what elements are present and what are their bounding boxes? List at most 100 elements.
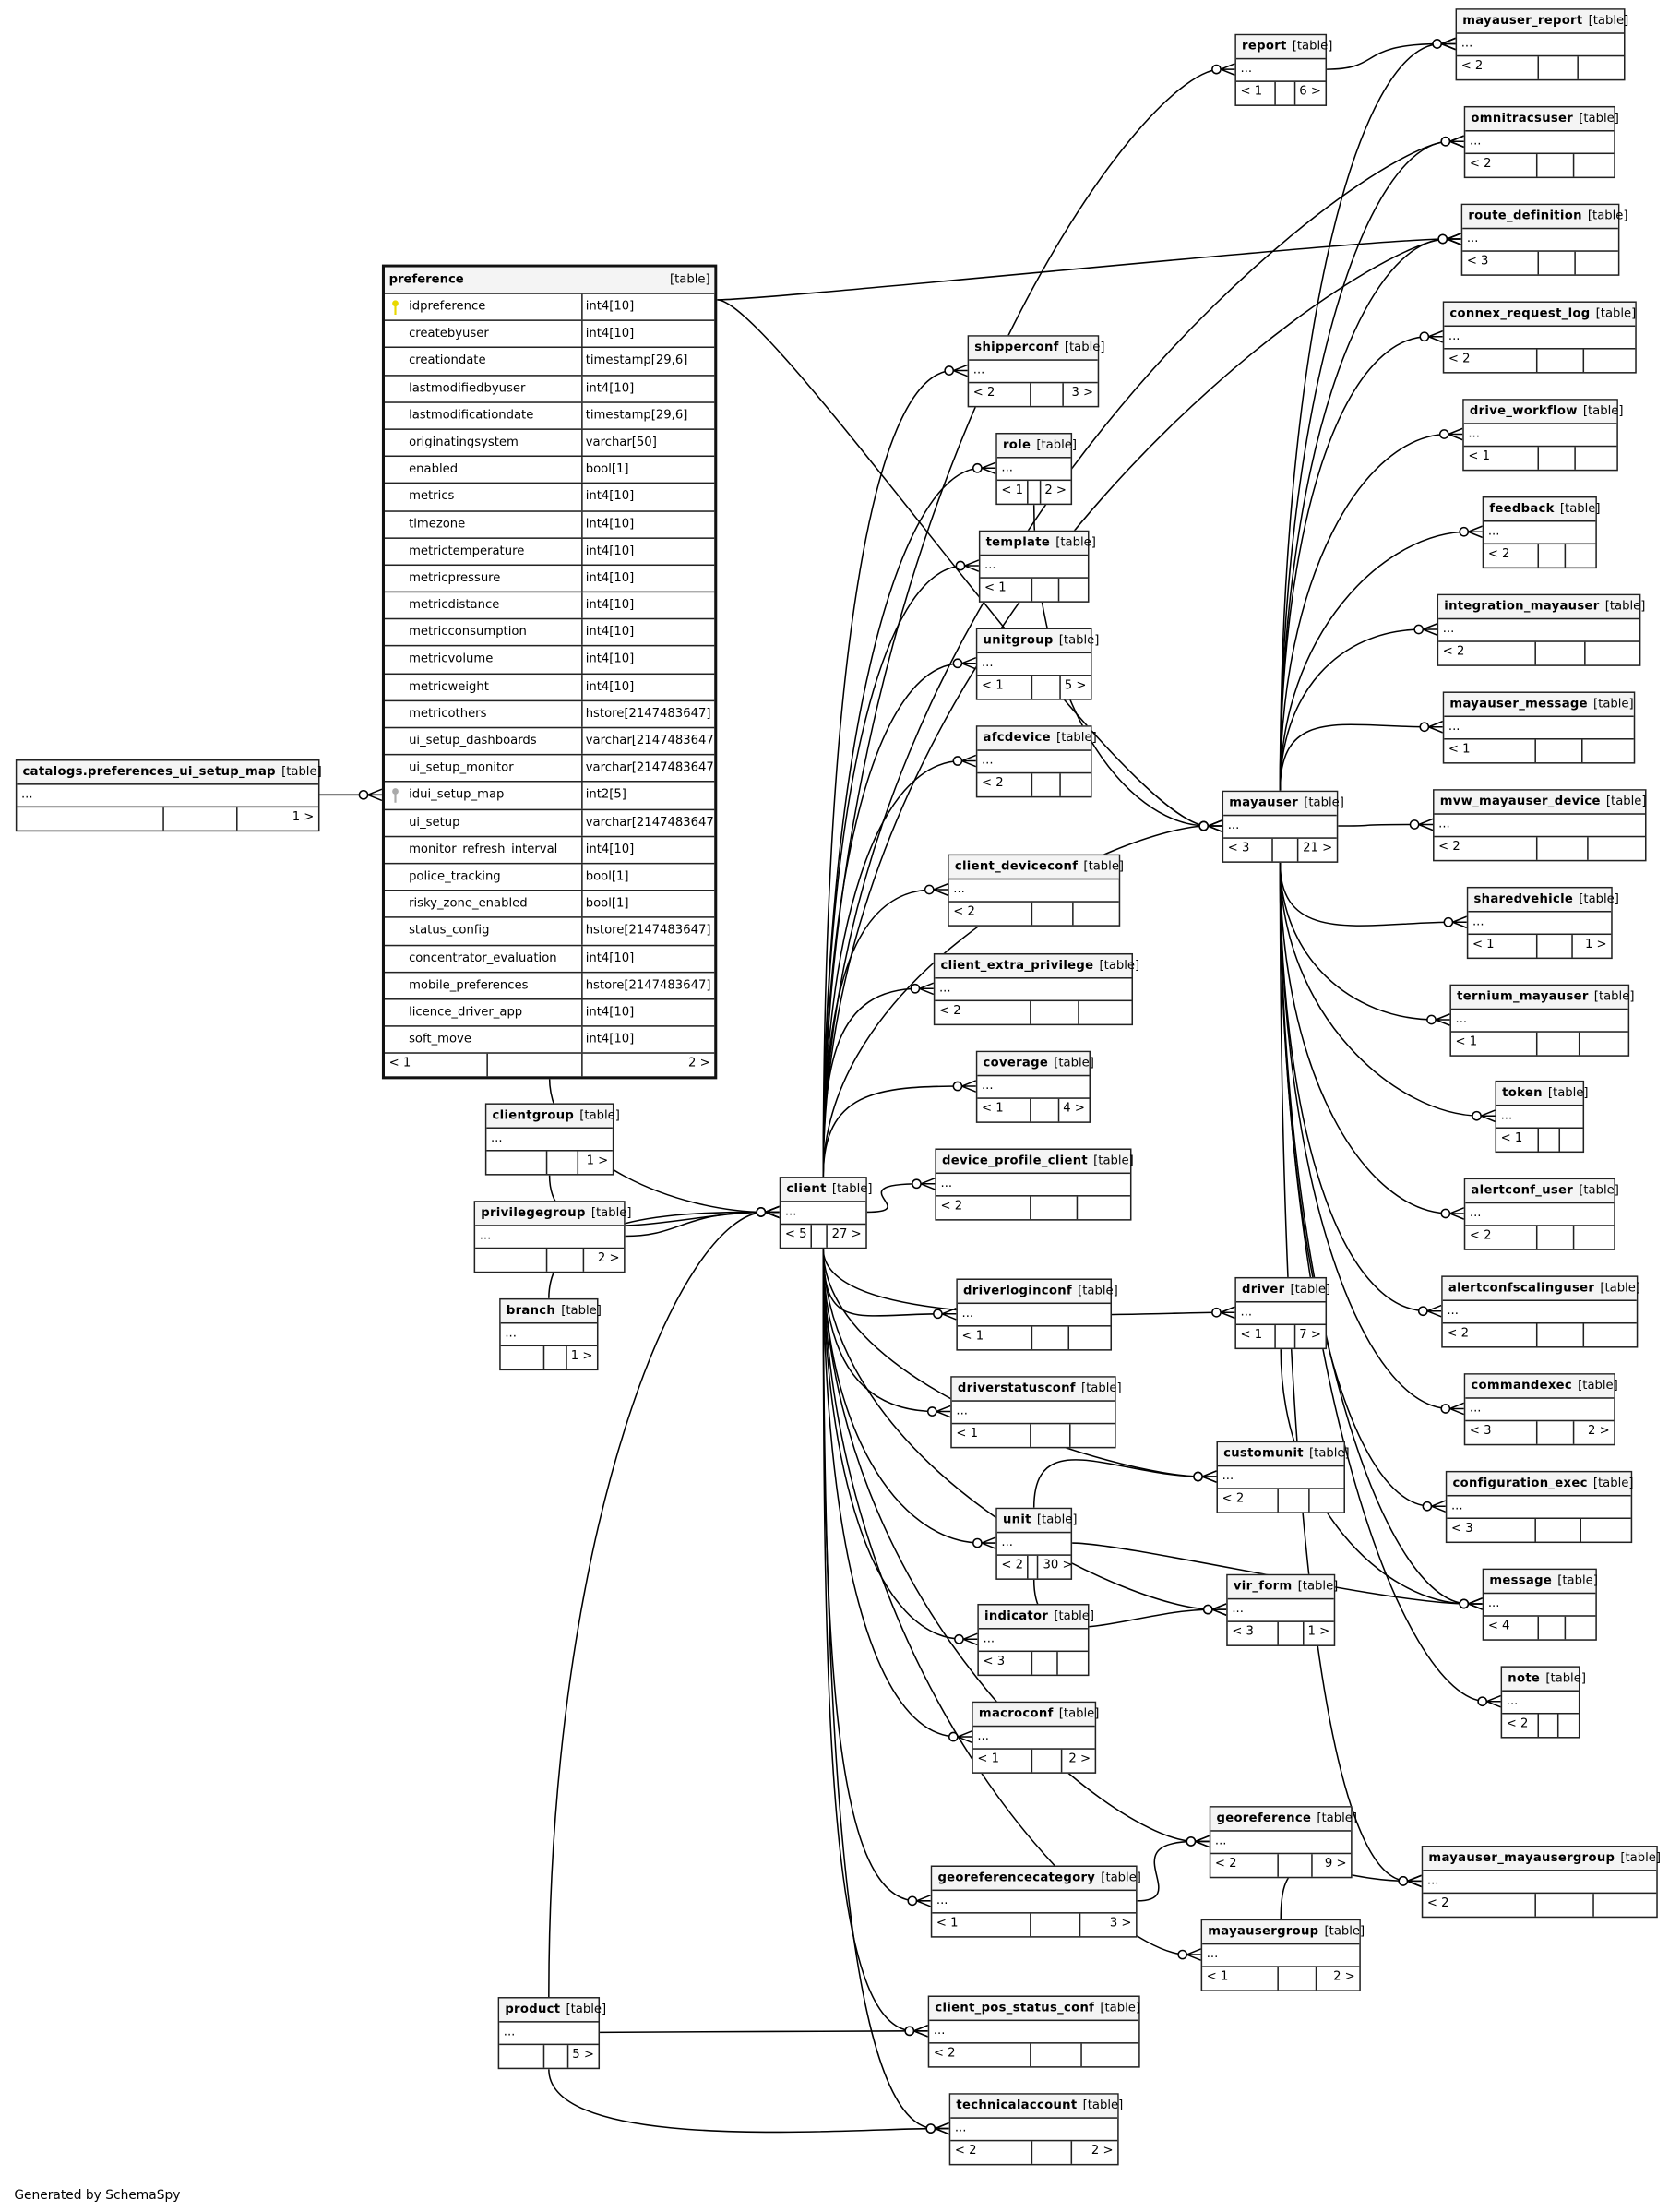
children-count[interactable]: 3 > [1071, 386, 1094, 401]
table-connex-request-log[interactable]: connex_request_log[table] ... < 2 [1442, 301, 1637, 374]
table-mayauser-mayausergroup[interactable]: mayauser_mayausergroup[table] ... < 2 [1421, 1846, 1661, 1919]
table-name[interactable]: role [1002, 438, 1031, 453]
table-name[interactable]: mayauser [1229, 795, 1299, 811]
table-afcdevice[interactable]: afcdevice[table] ... < 2 [975, 725, 1097, 798]
parents-count[interactable]: < 2 [969, 383, 1032, 406]
children-count[interactable] [1566, 1617, 1596, 1640]
table-omnitracsuser[interactable]: omnitracsuser[table] ... < 2 [1463, 105, 1619, 179]
children-count[interactable] [1584, 350, 1636, 373]
parents-count[interactable]: < 1 [1202, 1967, 1280, 1991]
table-name[interactable]: clientgroup [492, 1108, 575, 1123]
table-name[interactable]: template [985, 535, 1051, 551]
children-count[interactable] [1577, 252, 1618, 275]
children-count[interactable]: 2 > [1588, 1424, 1610, 1439]
parents-count[interactable]: < 2 [977, 773, 1033, 796]
table-token[interactable]: token[table] ... < 1 [1495, 1080, 1589, 1154]
table-name[interactable]: product [505, 2003, 561, 2017]
table-alertconfscalinguser[interactable]: alertconfscalinguser[table] ... < 2 [1441, 1275, 1640, 1348]
parents-count[interactable]: < 2 [1210, 1854, 1280, 1877]
parents-count[interactable]: < 1 [932, 1913, 1031, 1937]
children-count[interactable] [1593, 1894, 1656, 1917]
table-name[interactable]: device_profile_client [942, 1154, 1089, 1168]
table-mayauser-message[interactable]: mayauser_message[table] ... < 1 [1442, 691, 1636, 764]
table-drive-workflow[interactable]: drive_workflow[table] ... < 1 [1462, 399, 1623, 472]
table-name[interactable]: driverstatusconf [957, 1381, 1076, 1396]
table-name[interactable]: vir_form [1233, 1579, 1293, 1595]
table-device-profile-client[interactable]: device_profile_client[table] ... < 2 [935, 1148, 1134, 1221]
parents-count[interactable]: < 1 [1496, 1129, 1539, 1152]
table-name[interactable]: technicalaccount [956, 2098, 1078, 2113]
children-count[interactable] [1082, 2044, 1138, 2067]
table-feedback[interactable]: feedback[table] ... < 2 [1482, 496, 1601, 569]
parents-count[interactable]: < 1 [1236, 81, 1276, 105]
parents-count[interactable]: < 1 [977, 676, 1033, 699]
parents-count[interactable]: < 1 [1444, 739, 1537, 763]
children-count[interactable] [1558, 1715, 1579, 1738]
table-name[interactable]: ternium_mayauser [1457, 989, 1589, 1005]
parents-count[interactable]: < 1 [997, 481, 1030, 504]
table-name[interactable]: client [786, 1182, 827, 1197]
table-integration-mayauser[interactable]: integration_mayauser[table] ... < 2 [1437, 593, 1645, 666]
parents-count[interactable]: < 1 [958, 1326, 1032, 1350]
table-name[interactable]: client_pos_status_conf [935, 2001, 1095, 2015]
table-name[interactable]: georeference [1216, 1811, 1312, 1826]
children-count[interactable] [1058, 1652, 1088, 1675]
children-count[interactable]: 21 > [1303, 841, 1333, 856]
table-name[interactable]: mayauser_mayausergroup [1428, 1851, 1615, 1866]
table-indicator[interactable]: indicator[table] ... < 3 [977, 1603, 1094, 1677]
table-route-definition[interactable]: route_definition[table] ... < 3 [1460, 203, 1628, 276]
children-count[interactable] [1071, 1424, 1115, 1447]
parents-count[interactable] [501, 1346, 545, 1369]
children-count[interactable]: 1 > [570, 1349, 593, 1364]
table-name[interactable]: catalogs.preferences_ui_setup_map [22, 765, 276, 780]
children-count[interactable]: 2 > [597, 1251, 620, 1266]
children-count[interactable] [1059, 579, 1088, 602]
children-count[interactable] [1583, 740, 1634, 763]
table-name[interactable]: coverage [983, 1056, 1049, 1071]
table-client-deviceconf[interactable]: client_deviceconf[table] ... < 2 [948, 854, 1124, 927]
parents-count[interactable]: < 1 [1468, 935, 1538, 958]
children-count[interactable] [1060, 773, 1091, 796]
parents-count[interactable]: < 2 [929, 2043, 1031, 2067]
children-count[interactable]: 1 > [1307, 1624, 1330, 1640]
children-count[interactable] [1079, 1001, 1131, 1024]
children-count[interactable]: 1 > [586, 1154, 609, 1168]
table-name[interactable]: branch [506, 1304, 556, 1319]
children-count[interactable]: 2 > [1044, 484, 1067, 498]
children-count[interactable]: 2 > [1333, 1969, 1355, 1985]
table-name[interactable]: client_deviceconf [954, 859, 1079, 875]
table-name[interactable]: report [1242, 39, 1287, 54]
table-name[interactable]: shipperconf [974, 341, 1059, 355]
parents-count[interactable]: < 3 [1462, 251, 1539, 275]
children-count[interactable] [1579, 56, 1624, 79]
children-count[interactable]: 4 > [1063, 1101, 1085, 1117]
parents-count[interactable] [17, 807, 164, 831]
children-count[interactable] [1574, 1226, 1614, 1249]
table-privilegegroup[interactable]: privilegegroup[table] ... 2 > [473, 1201, 632, 1273]
parents-count[interactable] [475, 1249, 548, 1272]
parents-count[interactable]: < 2 [1218, 1489, 1280, 1513]
children-count[interactable]: 3 > [1109, 1916, 1132, 1931]
